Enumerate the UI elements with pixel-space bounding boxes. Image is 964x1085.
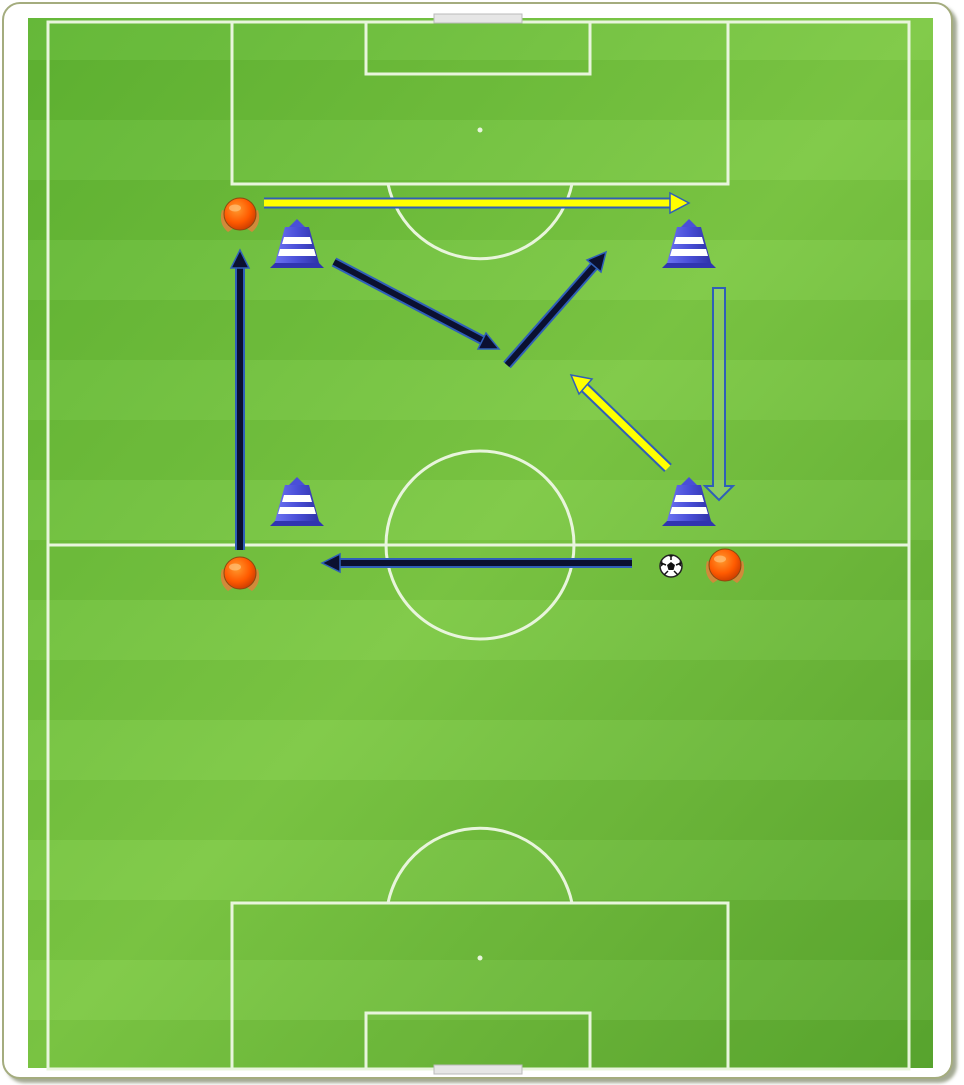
soccer-ball-icon xyxy=(660,555,682,577)
goal-bottom xyxy=(434,1065,522,1074)
penalty-spot-top xyxy=(478,128,483,133)
goal-top xyxy=(434,14,522,23)
pitch xyxy=(28,14,933,1074)
grass-stripes xyxy=(28,18,933,1068)
penalty-spot-bottom xyxy=(478,956,483,961)
